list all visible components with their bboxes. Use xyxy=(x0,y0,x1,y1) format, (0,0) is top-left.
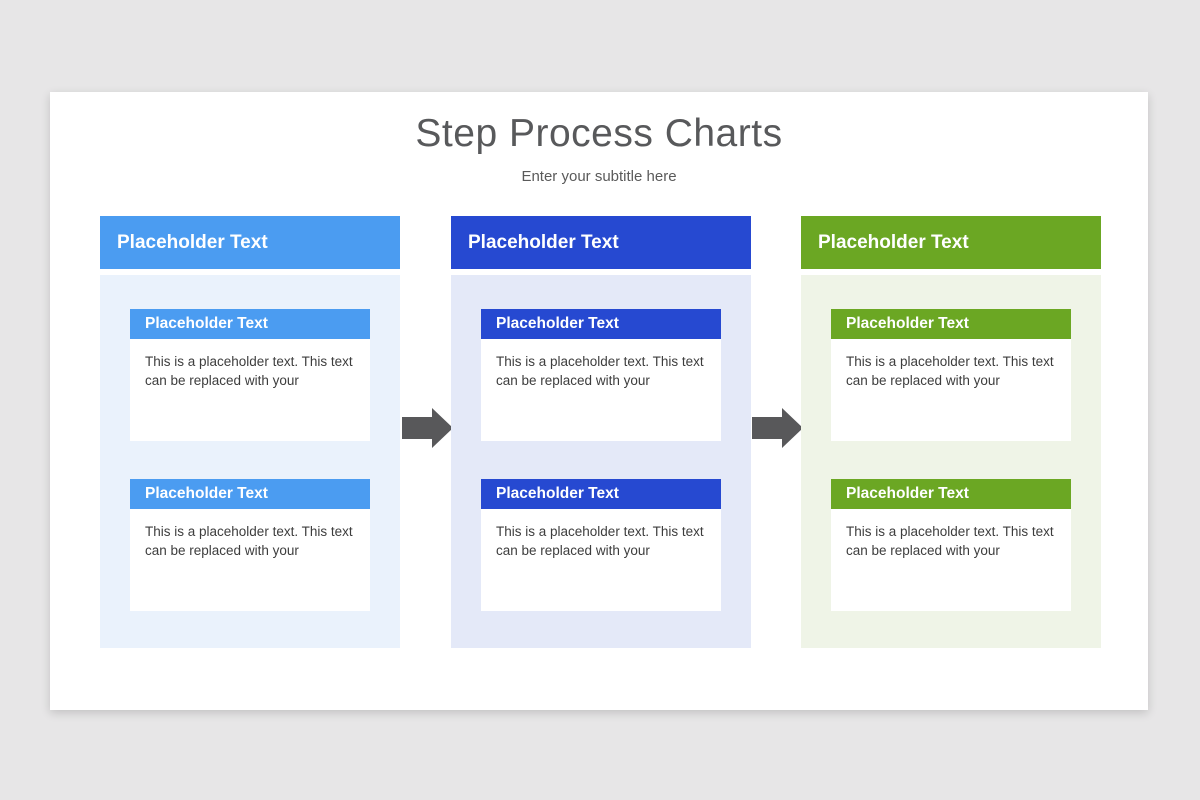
arrow-right-icon xyxy=(752,408,803,448)
step-column-1-body: Placeholder Text This is a placeholder t… xyxy=(100,275,400,648)
card-header: Placeholder Text xyxy=(130,479,370,509)
card: Placeholder Text This is a placeholder t… xyxy=(130,479,370,611)
step-column-1-header: Placeholder Text xyxy=(100,216,400,269)
arrow-stem xyxy=(752,417,782,439)
step-column-3-header-label: Placeholder Text xyxy=(818,232,969,253)
slide-title: Step Process Charts xyxy=(415,112,783,155)
arrow-stem xyxy=(402,417,432,439)
arrow-head xyxy=(432,408,453,448)
step-column-3: Placeholder Text Placeholder Text This i… xyxy=(801,216,1101,648)
step-column-2-body: Placeholder Text This is a placeholder t… xyxy=(451,275,751,648)
card-body-text: This is a placeholder text. This text ca… xyxy=(846,354,1054,389)
card-header: Placeholder Text xyxy=(130,309,370,339)
card-title: Placeholder Text xyxy=(496,315,619,332)
card: Placeholder Text This is a placeholder t… xyxy=(130,309,370,441)
card-header: Placeholder Text xyxy=(481,479,721,509)
card: Placeholder Text This is a placeholder t… xyxy=(481,479,721,611)
step-column-3-header: Placeholder Text xyxy=(801,216,1101,269)
step-column-2-header: Placeholder Text xyxy=(451,216,751,269)
card: Placeholder Text This is a placeholder t… xyxy=(831,479,1071,611)
card-title: Placeholder Text xyxy=(145,485,268,502)
arrow-head xyxy=(782,408,803,448)
card-header: Placeholder Text xyxy=(831,479,1071,509)
card-title: Placeholder Text xyxy=(846,485,969,502)
card-header: Placeholder Text xyxy=(481,309,721,339)
card-header: Placeholder Text xyxy=(831,309,1071,339)
card-title: Placeholder Text xyxy=(145,315,268,332)
arrow-right-icon xyxy=(402,408,453,448)
slide: Step Process Charts Enter your subtitle … xyxy=(50,92,1148,710)
card-body-text: This is a placeholder text. This text ca… xyxy=(145,524,353,559)
card: Placeholder Text This is a placeholder t… xyxy=(481,309,721,441)
card: Placeholder Text This is a placeholder t… xyxy=(831,309,1071,441)
step-column-2-header-label: Placeholder Text xyxy=(468,232,619,253)
step-column-1: Placeholder Text Placeholder Text This i… xyxy=(100,216,400,648)
card-title: Placeholder Text xyxy=(496,485,619,502)
step-column-3-body: Placeholder Text This is a placeholder t… xyxy=(801,275,1101,648)
card-body-text: This is a placeholder text. This text ca… xyxy=(496,524,704,559)
card-title: Placeholder Text xyxy=(846,315,969,332)
card-body-text: This is a placeholder text. This text ca… xyxy=(496,354,704,389)
step-column-1-header-label: Placeholder Text xyxy=(117,232,268,253)
card-body-text: This is a placeholder text. This text ca… xyxy=(846,524,1054,559)
card-body-text: This is a placeholder text. This text ca… xyxy=(145,354,353,389)
step-column-2: Placeholder Text Placeholder Text This i… xyxy=(451,216,751,648)
slide-subtitle: Enter your subtitle here xyxy=(521,168,677,185)
